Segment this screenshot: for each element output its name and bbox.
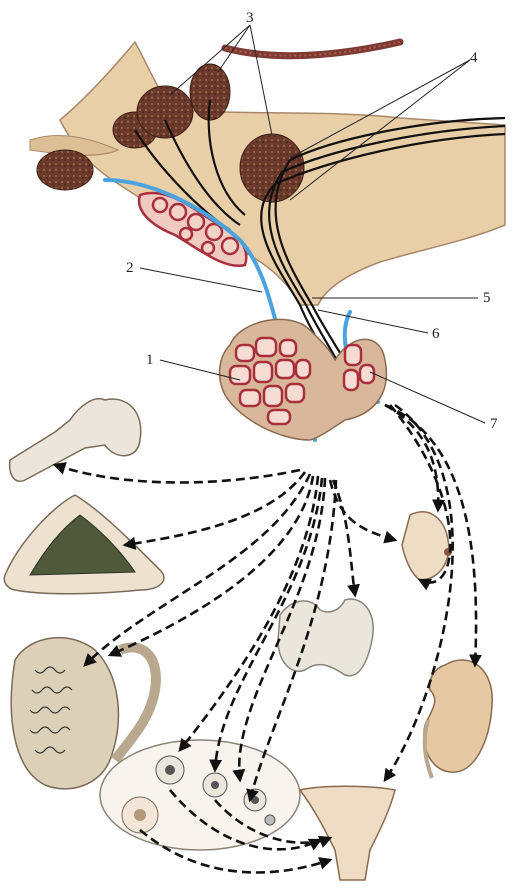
adrenal-organ — [3, 494, 165, 595]
primary-capillary-network — [137, 191, 248, 268]
label-3: 3 — [246, 10, 254, 26]
pituitary-gland — [218, 318, 388, 441]
hypothalamic-nuclei — [36, 63, 305, 203]
uterus-organ — [298, 785, 396, 881]
label-4: 4 — [470, 50, 478, 66]
label-5: 5 — [483, 290, 491, 306]
leader-lines — [139, 24, 486, 424]
figure-labels: 1 2 3 4 5 6 7 — [126, 10, 498, 432]
ovary-organ — [99, 739, 301, 851]
testis-organ — [10, 637, 161, 790]
label-1: 1 — [146, 352, 154, 368]
hormone-arrows — [52, 403, 482, 874]
thyroid-organ — [277, 598, 374, 677]
label-6: 6 — [432, 326, 440, 342]
kidney-organ — [422, 659, 493, 779]
label-7: 7 — [490, 416, 498, 432]
label-2: 2 — [126, 260, 134, 276]
bone-organ — [8, 398, 142, 482]
breast-organ — [401, 511, 452, 581]
